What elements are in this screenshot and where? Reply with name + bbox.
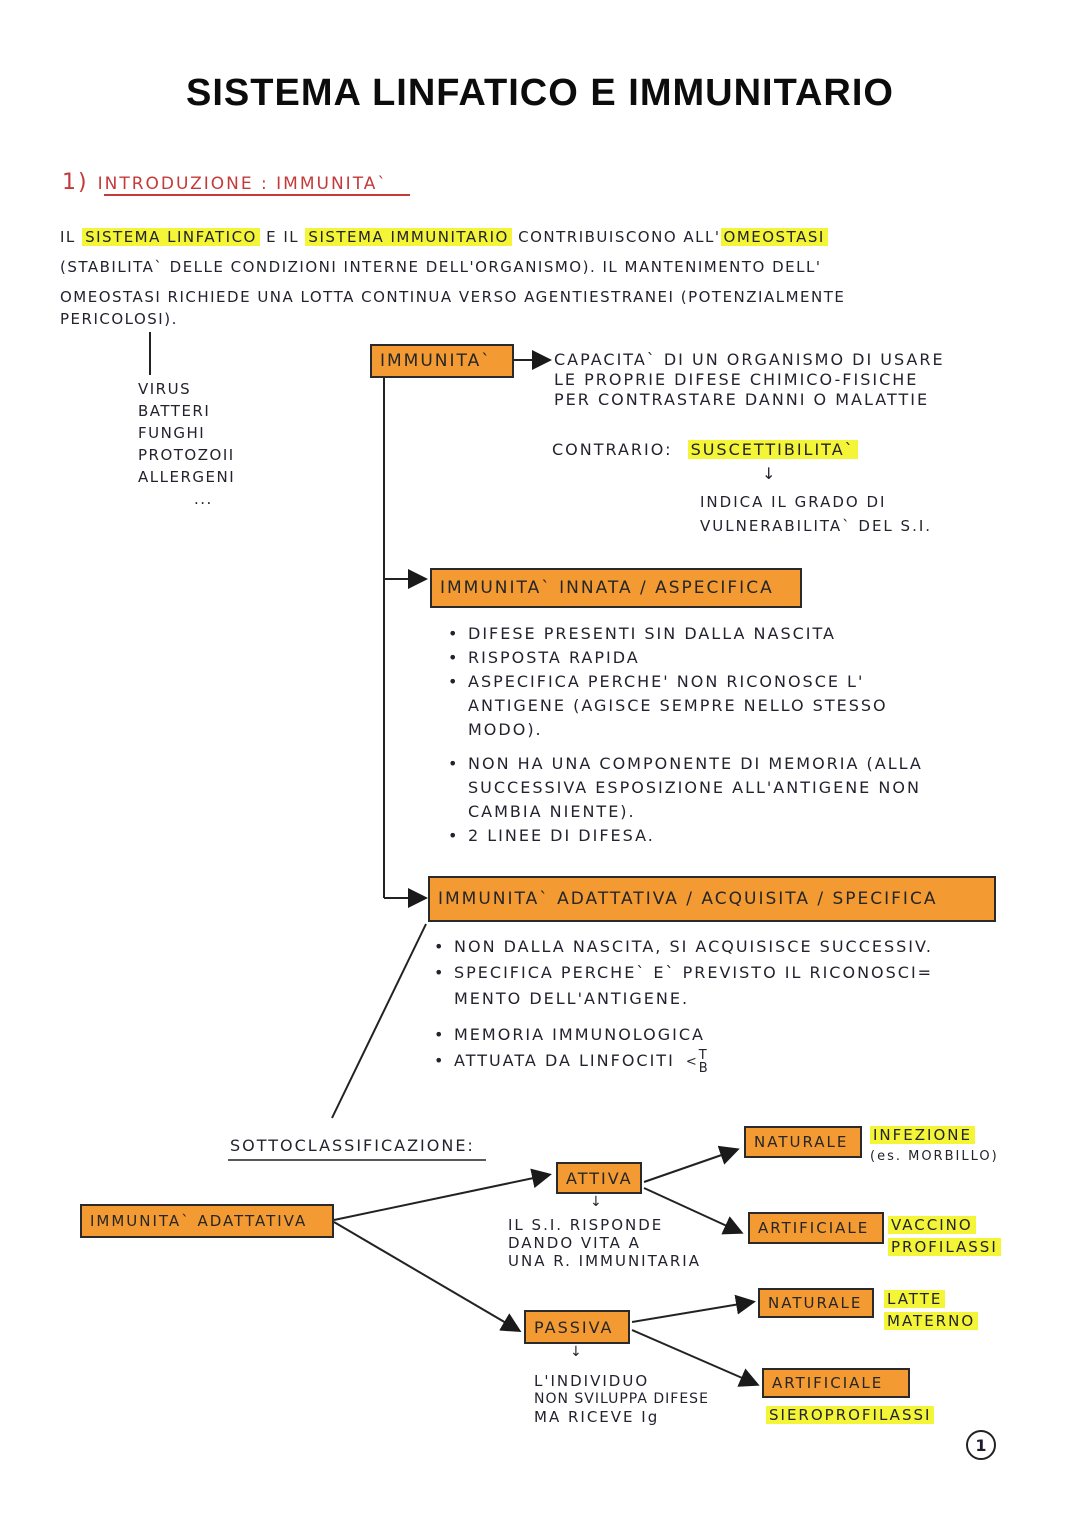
agent-item: ... [194, 490, 213, 508]
note-infezione: INFEZIONE [870, 1126, 975, 1144]
adattativa-bullets: NON DALLA NASCITA, SI ACQUISISCE SUCCESS… [432, 934, 1002, 1075]
intro-line-2: (STABILITA` DELLE CONDIZIONI INTERNE DEL… [60, 258, 822, 276]
page-number: 1 [966, 1430, 996, 1460]
list-item: 2 LINEE DI DIFESA. [446, 824, 1006, 848]
list-item: NON DALLA NASCITA, SI ACQUISISCE SUCCESS… [432, 934, 1002, 960]
description-line: DANDO VITA A [508, 1234, 641, 1252]
list-item: ASPECIFICA PERCHE' NON RICONOSCE L' ANTI… [446, 670, 938, 742]
passiva-description: L'INDIVIDUO NON SVILUPPA DIFESE MA RICEV… [534, 1372, 709, 1426]
immunita-definition: CAPACITA` DI UN ORGANISMO DI USARE LE PR… [554, 350, 945, 410]
sottoclassificazione-heading: SOTTOCLASSIFICAZIONE: [230, 1136, 475, 1155]
contrario-row: CONTRARIO: SUSCETTIBILITA` [552, 440, 858, 459]
attiva-artificiale-box: ARTIFICIALE [748, 1212, 884, 1244]
list-item: MEMORIA IMMUNOLOGICA [432, 1022, 1002, 1048]
definition-line: CAPACITA` DI UN ORGANISMO DI USARE [554, 350, 945, 369]
description-line: VULNERABILITA` DEL S.I. [700, 517, 933, 535]
highlight-sistema-immunitario: SISTEMA IMMUNITARIO [305, 228, 512, 246]
adattativa-box: IMMUNITA` ADATTATIVA / ACQUISITA / SPECI… [428, 876, 996, 922]
linfociti-t: T [698, 1047, 709, 1063]
list-item: SPECIFICA PERCHE` E` PREVISTO IL RICONOS… [432, 960, 984, 1012]
down-arrow-icon: ↓ [762, 464, 778, 483]
intro-line-3: OMEOSTASI RICHIEDE UNA LOTTA CONTINUA VE… [60, 288, 846, 306]
list-item: DIFESE PRESENTI SIN DALLA NASCITA [446, 622, 1006, 646]
adattativa-root-box: IMMUNITA` ADATTATIVA [80, 1204, 334, 1238]
section-heading: 1) INTRODUZIONE : IMMUNITA` [62, 170, 388, 195]
contrario-label: CONTRARIO: [552, 440, 673, 459]
passiva-artificiale-box: ARTIFICIALE [762, 1368, 910, 1398]
definition-line: LE PROPRIE DIFESE CHIMICO-FISICHE [554, 370, 919, 389]
description-line: MA RICEVE Ig [534, 1408, 660, 1426]
intro-line-4: PERICOLOSI). [60, 310, 178, 328]
description-line: INDICA IL GRADO DI [700, 493, 887, 511]
list-item: RISPOSTA RAPIDA [446, 646, 1006, 670]
innata-box: IMMUNITA` INNATA / ASPECIFICA [430, 568, 802, 608]
passiva-naturale-box: NATURALE [758, 1288, 874, 1318]
passiva-naturale-note: LATTE MATERNO [884, 1288, 979, 1332]
attiva-naturale-box: NATURALE [744, 1126, 862, 1158]
agent-item: BATTERI [138, 402, 211, 420]
agent-item: PROTOZOII [138, 446, 235, 464]
description-line: NON SVILUPPA DIFESE [534, 1391, 709, 1407]
attiva-naturale-note: INFEZIONE (es. MORBILLO) [870, 1124, 999, 1168]
passiva-box: PASSIVA [524, 1310, 630, 1344]
description-line: L'INDIVIDUO [534, 1372, 650, 1390]
agents-list: VIRUS BATTERI FUNGHI PROTOZOII ALLERGENI… [138, 378, 235, 510]
attiva-artificiale-note: VACCINO PROFILASSI [888, 1214, 1001, 1258]
contrario-description: INDICA IL GRADO DI VULNERABILITA` DEL S.… [700, 490, 932, 538]
highlight-sistema-linfatico: SISTEMA LINFATICO [82, 228, 260, 246]
list-item: ATTUATA DA LINFOCITI <TB [432, 1048, 1002, 1075]
note-morbillo: (es. MORBILLO) [870, 1149, 999, 1164]
agent-item: ALLERGENI [138, 468, 236, 486]
highlight-omeostasi: OMEOSTASI [720, 228, 828, 246]
down-arrow-icon: ↓ [590, 1194, 604, 1210]
agent-item: FUNGHI [138, 424, 206, 442]
description-line: IL S.I. RISPONDE [508, 1216, 664, 1234]
section-number: 1) [62, 170, 89, 195]
note-profilassi: PROFILASSI [888, 1238, 1001, 1256]
page-title: SISTEMA LINFATICO E IMMUNITARIO [186, 72, 894, 114]
definition-line: PER CONTRASTARE DANNI O MALATTIE [554, 390, 930, 409]
intro-text: IL [60, 228, 83, 246]
intro-text: CONTRIBUISCONO ALL' [511, 228, 721, 246]
intro-line-1: IL SISTEMA LINFATICO E IL SISTEMA IMMUNI… [60, 228, 828, 246]
passiva-artificiale-note: SIEROPROFILASSI [766, 1406, 935, 1424]
list-item: NON HA UNA COMPONENTE DI MEMORIA (ALLA S… [446, 752, 988, 824]
section-title: INTRODUZIONE : IMMUNITA` [97, 174, 388, 194]
note-sieroprofilassi: SIEROPROFILASSI [766, 1406, 935, 1424]
attiva-description: IL S.I. RISPONDE DANDO VITA A UNA R. IMM… [508, 1216, 701, 1270]
agent-item: VIRUS [138, 380, 192, 398]
note-vaccino: VACCINO [888, 1216, 976, 1234]
down-arrow-icon: ↓ [570, 1344, 584, 1360]
note-materno: MATERNO [884, 1312, 979, 1330]
innata-bullets: DIFESE PRESENTI SIN DALLA NASCITA RISPOS… [446, 622, 1006, 848]
note-latte: LATTE [884, 1290, 946, 1308]
linfociti-b: B [698, 1060, 710, 1076]
contrario-value: SUSCETTIBILITA` [687, 440, 858, 459]
immunita-box: IMMUNITA` [370, 344, 514, 378]
linfociti-text: ATTUATA DA LINFOCITI [454, 1051, 675, 1070]
attiva-box: ATTIVA [556, 1162, 642, 1194]
intro-text: E IL [259, 228, 306, 246]
description-line: UNA R. IMMUNITARIA [508, 1252, 701, 1270]
